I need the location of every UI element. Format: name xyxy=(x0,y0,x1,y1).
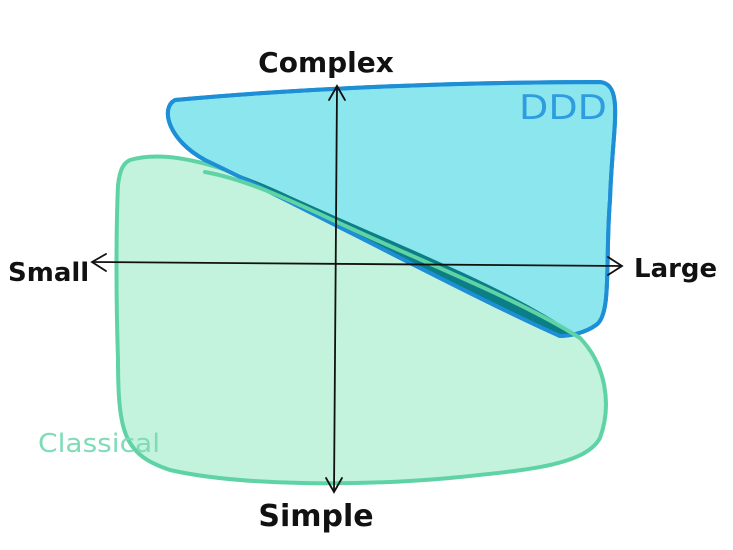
classical-label: Classical xyxy=(38,429,160,459)
axis-arrow-left xyxy=(90,253,107,272)
vertical-axis xyxy=(333,87,338,493)
ddd-label: DDD xyxy=(519,88,607,128)
axis-label-large: Large xyxy=(634,254,717,284)
axis-label-simple: Simple xyxy=(258,499,373,534)
axis-label-small: Small xyxy=(8,258,89,288)
horizontal-axis xyxy=(92,261,623,267)
axis-arrow-down xyxy=(325,477,343,494)
axis-arrow-up xyxy=(328,84,346,101)
ddd-outline xyxy=(165,80,618,338)
axis-label-complex: Complex xyxy=(258,46,394,79)
classical-top-edge xyxy=(203,170,582,340)
axis-arrow-right xyxy=(607,256,624,276)
